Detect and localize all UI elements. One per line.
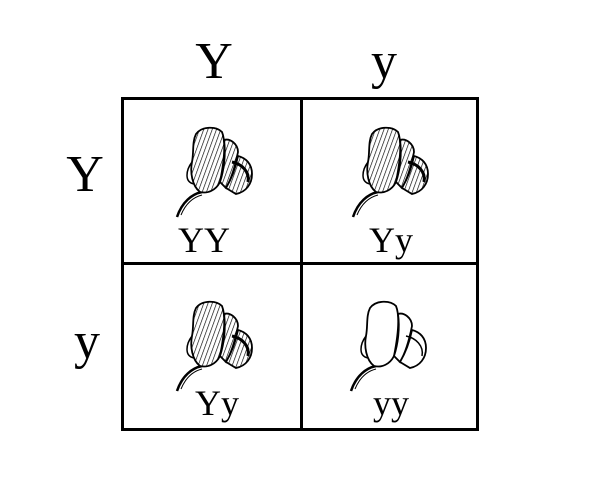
genotype-label: yy [373,383,409,423]
hatched-pea-flower-icon [172,296,262,396]
genotype-label: Yy [369,220,413,260]
genotype-label: Yy [195,383,239,423]
row-allele-label: Y [66,146,104,203]
plain-pea-flower-icon [346,296,436,396]
column-allele-label: Y [195,33,233,90]
hatched-pea-flower-icon [348,122,438,222]
genotype-label: YY [178,220,230,260]
hatched-pea-flower-icon [172,122,262,222]
column-allele-label: y [371,33,397,90]
row-allele-label: y [74,313,100,370]
grid-divider-horizontal [121,262,479,265]
